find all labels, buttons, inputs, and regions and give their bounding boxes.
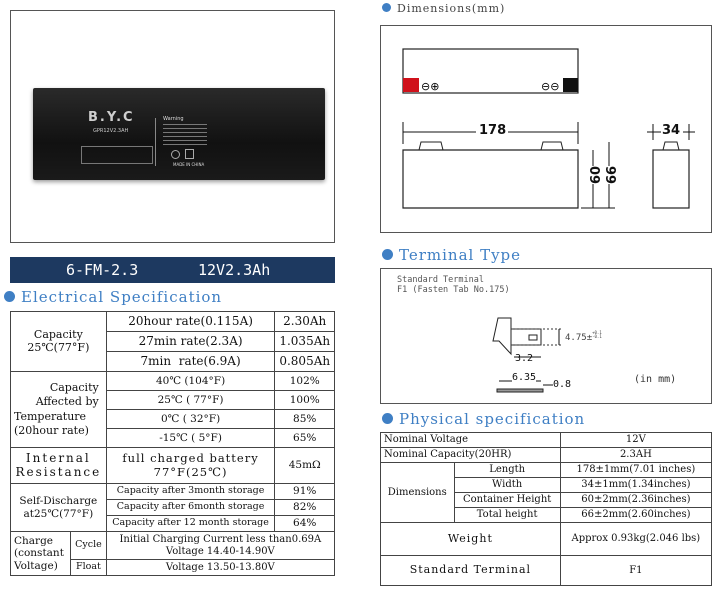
negative-terminal-icon: ⊖⊖ (541, 80, 559, 93)
physical-value: 2.3AH (559, 447, 713, 463)
positive-terminal-icon: ⊖⊕ (421, 80, 439, 93)
negative-terminal (563, 78, 578, 92)
terminal-dim-d: 0.8 (553, 379, 572, 390)
dimensions-title: Dimensions(mm) (382, 2, 505, 15)
dimensions-drawing: ⊖⊕ ⊖⊖ (402, 48, 695, 209)
temp-condition: 0℃ ( 32°F) (105, 409, 276, 429)
terminal-base (496, 388, 544, 393)
capacity-value: 1.035Ah (274, 331, 335, 352)
temp-condition: -15℃ ( 5°F) (105, 428, 276, 448)
bullet-dot-icon (382, 413, 393, 424)
dimension-label: Length (453, 462, 561, 478)
capacity-condition: 27min rate(2.3A) (105, 331, 276, 352)
weight-label: Weight (380, 522, 561, 556)
battery-warning-heading: Warning (163, 116, 184, 122)
self-discharge-condition: Capacity after 3month storage (105, 483, 276, 500)
terminal-dim-b: 3.2 (515, 353, 534, 364)
battery-model-label: GPR12V2.3AH (93, 128, 129, 134)
temp-value: 65% (274, 428, 335, 448)
height-value: 60 (589, 165, 604, 184)
temp-label: Capacity Affected by Temperature (20hour… (10, 371, 107, 448)
battery-side-view (652, 149, 690, 209)
front-terminal-tabs (418, 141, 564, 151)
resistance-condition: full charged battery 77°F(25℃) (105, 447, 276, 484)
dimension-value: 66±2mm(2.60inches) (559, 507, 713, 523)
float-label: Float (70, 559, 107, 576)
standard-terminal-value: F1 (559, 555, 713, 586)
float-text: Voltage 13.50-13.80V (105, 559, 336, 576)
positive-terminal (403, 78, 419, 92)
physical-value: 12V (559, 432, 713, 448)
dimension-value: 60±2mm(2.36inches) (559, 492, 713, 508)
temp-value: 102% (274, 371, 335, 391)
self-discharge-label: Self-Discharge at25℃(77°F) (10, 483, 107, 532)
bullet-dot-icon (382, 3, 391, 12)
physical-spec-table: Nominal Voltage 12V Nominal Capacity(20H… (380, 432, 713, 586)
physical-label: Nominal Voltage (380, 432, 561, 448)
dimensions-drawing-panel: ⊖⊕ ⊖⊖ 178 34 60 66 (380, 25, 712, 233)
standard-terminal-label: Standard Terminal (380, 555, 561, 586)
battery-divider (155, 118, 156, 166)
total-height-value: 66 (605, 165, 620, 184)
capacity-condition: 7min rate(6.9A) (105, 351, 276, 372)
resistance-value: 45mΩ (274, 447, 335, 484)
physical-spec-title: Physical specification (382, 410, 585, 428)
temp-condition: 25℃ ( 77°F) (105, 390, 276, 410)
charge-label: Charge (constant Voltage) (9, 531, 72, 576)
dimension-value: 34±1mm(1.34inches) (559, 477, 713, 493)
temp-value: 85% (274, 409, 335, 429)
terminal-blade (510, 328, 542, 346)
self-discharge-value: 91% (274, 483, 335, 500)
width-label-bg (661, 124, 683, 140)
capacity-condition: 20hour rate(0.115A) (105, 311, 276, 332)
terminal-unit: (in mm) (634, 374, 677, 385)
length-value: 178 (479, 123, 507, 138)
battery-top-view (402, 48, 579, 94)
dimension-value: 178±1mm(7.01 inches) (559, 462, 713, 478)
terminal-dim-a: 4.75±+0.1-0.1 (565, 330, 602, 344)
self-discharge-value: 64% (274, 515, 335, 532)
terminal-tab-shape (492, 317, 512, 356)
self-discharge-condition: Capacity after 6month storage (105, 499, 276, 516)
battery-warning-lines (163, 124, 207, 148)
bullet-dot-icon (4, 291, 15, 302)
battery-photo: B.Y.C GPR12V2.3AH Warning MADE IN CHINA (33, 88, 325, 180)
dimension-label: Width (453, 477, 561, 493)
weight-value: Approx 0.93kg(2.046 lbs) (559, 522, 713, 556)
temp-value: 100% (274, 390, 335, 410)
capacity-value: 0.805Ah (274, 351, 335, 372)
self-discharge-value: 82% (274, 499, 335, 516)
self-discharge-condition: Capacity after 12 month storage (105, 515, 276, 532)
terminal-caption: Standard Terminal F1 (Fasten Tab No.175) (397, 275, 510, 296)
battery-spec-box (81, 146, 153, 164)
cycle-label: Cycle (70, 531, 107, 560)
dimensions-label: Dimensions (380, 462, 455, 523)
terminal-drawing-panel: Standard Terminal F1 (Fasten Tab No.175)… (380, 268, 712, 404)
cycle-text: Initial Charging Current less than0.69A … (105, 531, 336, 560)
terminal-type-title: Terminal Type (382, 246, 521, 264)
model-banner: 6-FM-2.3 12V2.3Ah (10, 257, 335, 283)
battery-origin: MADE IN CHINA (173, 162, 205, 167)
capacity-label: Capacity 25℃(77°F) (10, 311, 107, 372)
terminal-hole (528, 334, 538, 341)
electrical-spec-title: Electrical Specification (4, 288, 222, 306)
resistance-label: Internal Resistance (10, 447, 107, 484)
battery-brand: B.Y.C (88, 110, 135, 125)
length-label-bg (476, 124, 508, 140)
banner-rating: 12V2.3Ah (198, 261, 271, 279)
dimension-label: Container Height (453, 492, 561, 508)
recycle-icon (171, 150, 180, 159)
banner-model: 6-FM-2.3 (66, 261, 139, 279)
width-value: 34 (662, 123, 681, 138)
temp-condition: 40℃ (104°F) (105, 371, 276, 391)
terminal-dim-c: 6.35 (512, 372, 537, 383)
electrical-spec-table: Capacity 25℃(77°F) 20hour rate(0.115A) 2… (9, 311, 336, 576)
side-terminal-tab (662, 141, 680, 151)
capacity-value: 2.30Ah (274, 311, 335, 332)
dimension-label: Total height (453, 507, 561, 523)
bin-icon (185, 149, 194, 159)
bullet-dot-icon (382, 249, 393, 260)
battery-front-view (402, 149, 579, 209)
physical-label: Nominal Capacity(20HR) (380, 447, 561, 463)
